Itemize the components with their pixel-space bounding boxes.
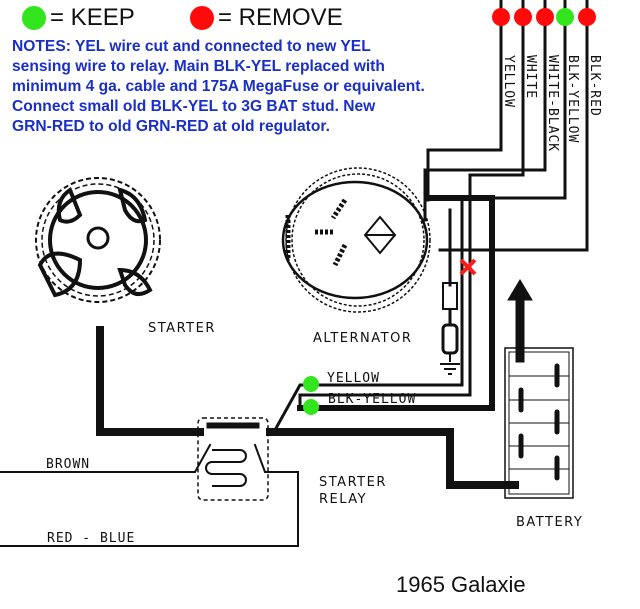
red-blue-wire bbox=[0, 443, 299, 547]
yellow-relay-wire bbox=[272, 198, 464, 433]
alternator-output-cable bbox=[297, 195, 495, 411]
legend-keep-label: = KEEP bbox=[50, 4, 135, 31]
top-wire-white bbox=[298, 0, 525, 407]
starter-motor bbox=[35, 177, 161, 303]
top-wire-label-blk-red: BLK-RED bbox=[587, 55, 602, 117]
battery-label: BATTERY bbox=[516, 515, 583, 530]
notes-line: Connect small old BLK-YEL to 3G BAT stud… bbox=[12, 98, 376, 115]
battery bbox=[504, 347, 574, 499]
cut-mark-icon bbox=[459, 258, 477, 276]
legend-remove: = REMOVE bbox=[190, 4, 343, 32]
starter-relay bbox=[197, 417, 269, 501]
notes-line: GRN-RED to old GRN-RED at old regulator. bbox=[12, 118, 330, 135]
diagram-caption: 1965 Galaxie bbox=[396, 572, 526, 597]
remove-dot-white bbox=[514, 8, 532, 26]
alternator bbox=[281, 167, 431, 313]
top-wire-label-yellow: YELLOW bbox=[501, 55, 516, 108]
battery-cable bbox=[266, 428, 519, 489]
starter-cable bbox=[96, 326, 204, 436]
legend-keep: = KEEP bbox=[22, 4, 135, 32]
remove-dot-white-black bbox=[536, 8, 554, 26]
notes-line: minimum 4 ga. cable and 175A MegaFuse or… bbox=[12, 78, 425, 95]
capacitor-ground bbox=[440, 282, 460, 375]
relay-wire-label-blk-yellow: BLK-YELLOW bbox=[328, 392, 416, 407]
alternator-label: ALTERNATOR bbox=[313, 331, 412, 346]
top-wire-white-black bbox=[423, 0, 547, 222]
legend-remove-label: = REMOVE bbox=[218, 4, 343, 31]
top-wire-label-white: WHITE bbox=[523, 55, 538, 99]
starter-relay-label-1: STARTER bbox=[319, 475, 387, 490]
remove-dot-blk-red bbox=[578, 8, 596, 26]
notes-block: NOTES: YEL wire cut and connected to new… bbox=[12, 37, 512, 137]
notes-line: NOTES: YEL wire cut and connected to new… bbox=[12, 38, 371, 55]
keep-dot-blk-yellow bbox=[556, 8, 574, 26]
starter-relay-label-2: RELAY bbox=[319, 492, 367, 507]
green-dot-icon bbox=[22, 6, 46, 30]
starter-label: STARTER bbox=[148, 321, 216, 336]
keep-dot-yellow bbox=[303, 376, 319, 392]
red-dot-icon bbox=[190, 6, 214, 30]
keep-dot-blk-yellow bbox=[303, 399, 319, 415]
notes-line: sensing wire to relay. Main BLK-YEL repl… bbox=[12, 58, 385, 75]
brown-wire bbox=[0, 443, 212, 473]
remove-dot-yellow bbox=[492, 8, 510, 26]
wire-label-red-blue: RED - BLUE bbox=[47, 531, 135, 546]
wire-label-brown: BROWN bbox=[46, 457, 90, 472]
top-wire-label-white-black: WHITE-BLACK bbox=[545, 55, 560, 152]
relay-wire-label-yellow: YELLOW bbox=[327, 371, 380, 386]
top-wire-label-blk-yellow: BLK-YELLOW bbox=[565, 55, 580, 143]
top-wire-yellow bbox=[426, 0, 503, 202]
